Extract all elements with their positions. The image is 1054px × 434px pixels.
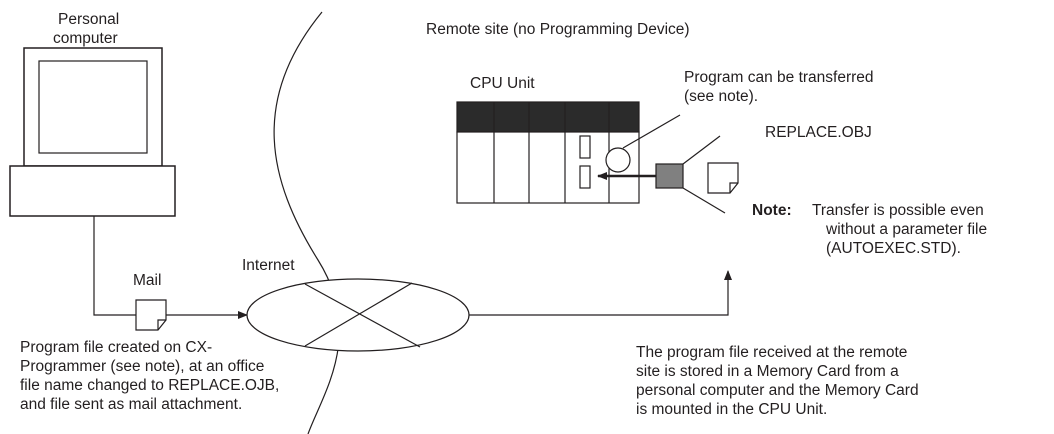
left-caption-line3: file name changed to REPLACE.OJB, bbox=[20, 377, 280, 394]
mail-document-icon bbox=[135, 299, 167, 331]
internet-to-remote-arrow bbox=[469, 270, 732, 316]
internet-cloud-icon bbox=[246, 278, 470, 352]
left-caption-line4: and file sent as mail attachment. bbox=[20, 396, 243, 413]
note-label: Note: bbox=[752, 202, 792, 219]
pc-label-line1: Personal bbox=[58, 11, 120, 28]
remote-site-label: Remote site (no Programming Device) bbox=[426, 21, 690, 38]
upper-callout-line bbox=[682, 135, 721, 165]
note-line2: without a parameter file bbox=[826, 221, 988, 238]
mail-label: Mail bbox=[133, 272, 162, 289]
site-divider-line bbox=[273, 11, 341, 434]
personal-computer-icon bbox=[9, 47, 176, 217]
transfer-label-line2: (see note). bbox=[684, 88, 759, 105]
right-caption-line3: personal computer and the Memory Card bbox=[636, 382, 919, 399]
pc-label-line2: computer bbox=[53, 30, 118, 47]
left-caption-line1: Program file created on CX- bbox=[20, 339, 213, 356]
transfer-leader-line bbox=[622, 114, 681, 149]
left-caption-line2: Programmer (see note), at an office bbox=[20, 358, 265, 375]
memory-card-icon bbox=[655, 163, 684, 189]
right-caption-line2: site is stored in a Memory Card from a bbox=[636, 363, 899, 380]
right-caption-line1: The program file received at the remote bbox=[636, 344, 908, 361]
internet-label: Internet bbox=[242, 257, 295, 274]
lower-callout-line bbox=[682, 187, 726, 214]
replace-obj-label: REPLACE.OBJ bbox=[765, 124, 872, 141]
note-line1: Transfer is possible even bbox=[812, 202, 984, 219]
transfer-label-line1: Program can be transferred bbox=[684, 69, 874, 86]
note-line3: (AUTOEXEC.STD). bbox=[826, 240, 961, 257]
cpu-unit-icon bbox=[456, 101, 640, 204]
right-caption-line4: is mounted in the CPU Unit. bbox=[636, 401, 828, 418]
mail-path-line bbox=[93, 216, 136, 316]
cpu-unit-label: CPU Unit bbox=[470, 75, 535, 92]
replace-obj-document-icon bbox=[707, 162, 739, 194]
